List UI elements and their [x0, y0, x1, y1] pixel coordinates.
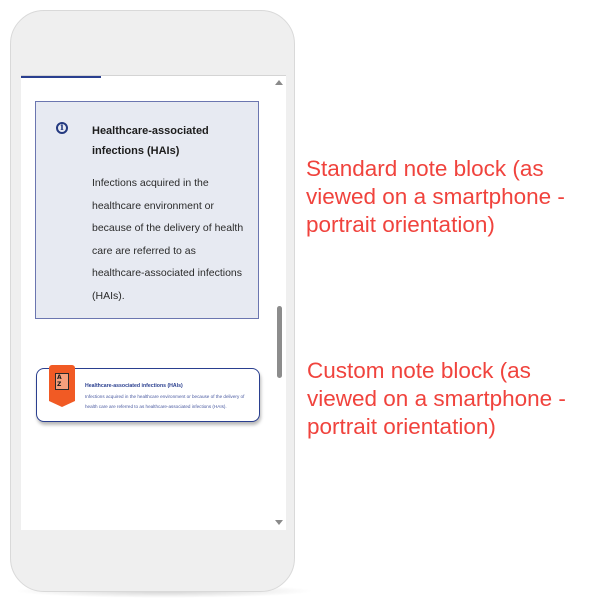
standard-note-title: Healthcare-associated infections (HAIs) [92, 125, 209, 157]
standard-note-caption: Standard note block (as viewed on a smar… [306, 156, 565, 237]
custom-note-body: Infections acquired in the healthcare en… [85, 394, 245, 409]
scrollbar-thumb[interactable] [277, 306, 282, 378]
custom-note-caption: Custom note block (as viewed on a smartp… [307, 358, 566, 439]
phone-screen: i Healthcare-associated infections (HAIs… [21, 75, 286, 530]
active-tab-indicator [21, 76, 101, 78]
standard-note-block: i Healthcare-associated infections (HAIs… [35, 101, 259, 319]
standard-note-body: Infections acquired in the healthcare en… [92, 177, 244, 302]
custom-note-title: Healthcare-associated infections (HAIs) [85, 383, 183, 389]
scroll-down-arrow-icon[interactable] [275, 520, 283, 525]
vertical-scrollbar[interactable] [272, 76, 286, 530]
info-icon: i [56, 122, 68, 134]
scroll-up-arrow-icon[interactable] [275, 80, 283, 85]
